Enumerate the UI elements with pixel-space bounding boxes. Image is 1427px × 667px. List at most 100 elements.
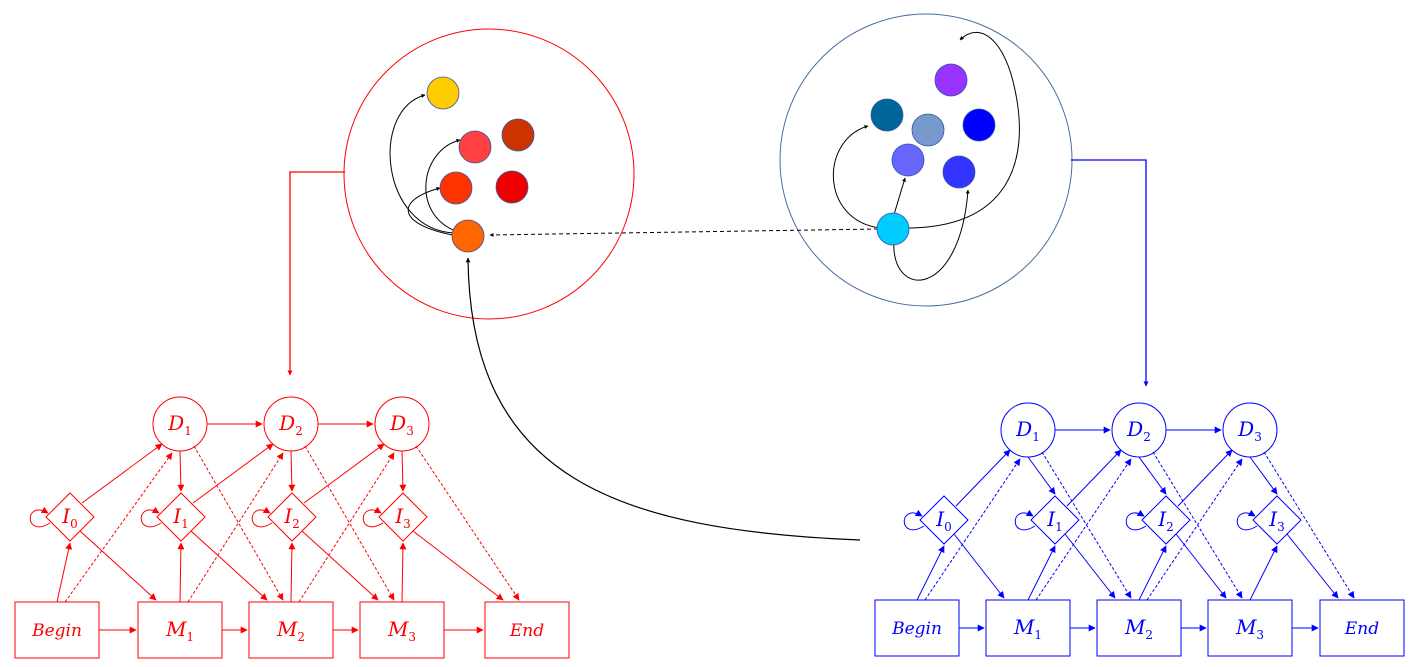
cluster-link-dashed <box>489 228 879 237</box>
blue-insert-label-1: I1 <box>1046 507 1063 534</box>
blue-insert-label-3: I3 <box>1268 507 1285 534</box>
red-match-label-1: M1 <box>165 617 194 644</box>
blue-transition <box>1138 545 1167 601</box>
blue-transition <box>1064 533 1116 599</box>
blue-match-label-2: M2 <box>1124 615 1153 642</box>
blue-transition <box>1263 451 1355 599</box>
blue-transition <box>953 533 1005 599</box>
red-match-label-3: M3 <box>387 617 416 644</box>
red-cluster-to-model-arrow <box>287 171 345 376</box>
blue-cluster-point-1 <box>934 63 968 97</box>
red-insert-self-loop-2 <box>251 506 273 528</box>
blue-cluster-point-3 <box>911 113 945 147</box>
blue-transition <box>1249 456 1278 495</box>
blue-transition <box>1177 449 1233 507</box>
blue-begin-label: Begin <box>891 619 942 639</box>
blue-insert-label-2: I2 <box>1157 507 1174 534</box>
red-transition <box>187 452 284 603</box>
blue-insert-label-0: I0 <box>935 507 952 534</box>
red-cluster-point-5 <box>495 170 529 204</box>
blue-delete-label-1: D1 <box>1015 417 1040 444</box>
blue-transition <box>1146 458 1243 601</box>
red-transition <box>301 530 379 601</box>
blue-insert-state-1 <box>1030 495 1080 545</box>
red-insert-self-loop-1 <box>140 506 162 528</box>
red-end-state <box>484 601 570 659</box>
red-cluster-point-6 <box>451 219 485 253</box>
red-begin-state <box>14 601 100 659</box>
blue-match-state-1 <box>985 599 1071 657</box>
blue-cluster-point-4 <box>962 108 996 142</box>
blue-insert-self-loop-0 <box>903 509 925 531</box>
blue-insert-state-2 <box>1141 495 1191 545</box>
red-cluster-point-3 <box>501 118 535 152</box>
red-insert-label-0: I0 <box>61 504 78 531</box>
blue-transition <box>1249 545 1278 601</box>
red-insert-label-3: I3 <box>394 504 411 531</box>
red-transition <box>303 443 385 504</box>
red-insert-self-loop-3 <box>362 506 384 528</box>
red-transition <box>399 450 407 492</box>
blue-transition <box>1027 456 1056 495</box>
blue-cluster-arrows <box>833 31 1020 281</box>
red-transition <box>79 530 157 601</box>
red-insert-state-2 <box>267 492 317 542</box>
red-match-label-2: M2 <box>276 617 305 644</box>
red-end-label: End <box>509 621 544 641</box>
blue-cluster-point-6 <box>942 155 976 189</box>
blue-transition <box>924 458 1021 601</box>
blue-insert-self-loop-1 <box>1014 509 1036 531</box>
red-transition <box>177 450 185 492</box>
red-insert-state-0 <box>45 492 95 542</box>
red-cluster-point-2 <box>458 130 492 164</box>
blue-transition <box>916 545 945 601</box>
blue-match-state-3 <box>1207 599 1293 657</box>
blue-end-label: End <box>1344 619 1379 639</box>
red-delete-label-3: D3 <box>389 411 414 438</box>
red-transition <box>192 443 274 504</box>
red-transition <box>298 452 395 603</box>
blue-transition <box>1035 458 1132 601</box>
blue-transition <box>1286 533 1339 599</box>
blue-insert-self-loop-2 <box>1125 509 1147 531</box>
blue-insert-state-3 <box>1252 495 1302 545</box>
red-transition <box>415 445 520 601</box>
red-insert-label-2: I2 <box>283 504 300 531</box>
blue-transition <box>1138 456 1167 495</box>
blue-cluster-points <box>870 63 996 246</box>
blue-transition <box>1175 533 1227 599</box>
red-transition <box>399 542 407 603</box>
blue-transition <box>1066 449 1122 507</box>
red-cluster-circle <box>343 28 635 320</box>
red-insert-state-3 <box>378 492 428 542</box>
red-insert-label-1: I1 <box>172 504 189 531</box>
model-to-cluster-curve <box>465 257 861 541</box>
red-transition <box>56 542 73 603</box>
red-cluster-point-1 <box>426 76 460 110</box>
red-cluster-points <box>426 76 535 253</box>
red-transition <box>412 530 504 601</box>
blue-end-state <box>1319 599 1405 657</box>
red-transition <box>190 530 268 601</box>
red-match-state-1 <box>137 601 223 659</box>
red-transition <box>288 450 296 492</box>
blue-match-label-3: M3 <box>1235 615 1264 642</box>
red-transition <box>81 443 163 504</box>
red-begin-label: Begin <box>31 621 82 641</box>
blue-cluster-circle <box>779 13 1073 307</box>
red-delete-label-1: D1 <box>167 411 192 438</box>
blue-insert-self-loop-3 <box>1236 509 1258 531</box>
red-match-state-3 <box>359 601 445 659</box>
red-delete-label-2: D2 <box>278 411 303 438</box>
blue-cluster-to-model-arrow <box>1071 159 1149 387</box>
red-insert-state-1 <box>156 492 206 542</box>
blue-delete-label-2: D2 <box>1126 417 1151 444</box>
blue-cluster-point-5 <box>891 143 925 177</box>
red-transition <box>177 542 185 603</box>
red-cluster-point-4 <box>439 171 473 205</box>
blue-cluster-point-2 <box>870 98 904 132</box>
blue-cluster-point-7 <box>876 212 910 246</box>
